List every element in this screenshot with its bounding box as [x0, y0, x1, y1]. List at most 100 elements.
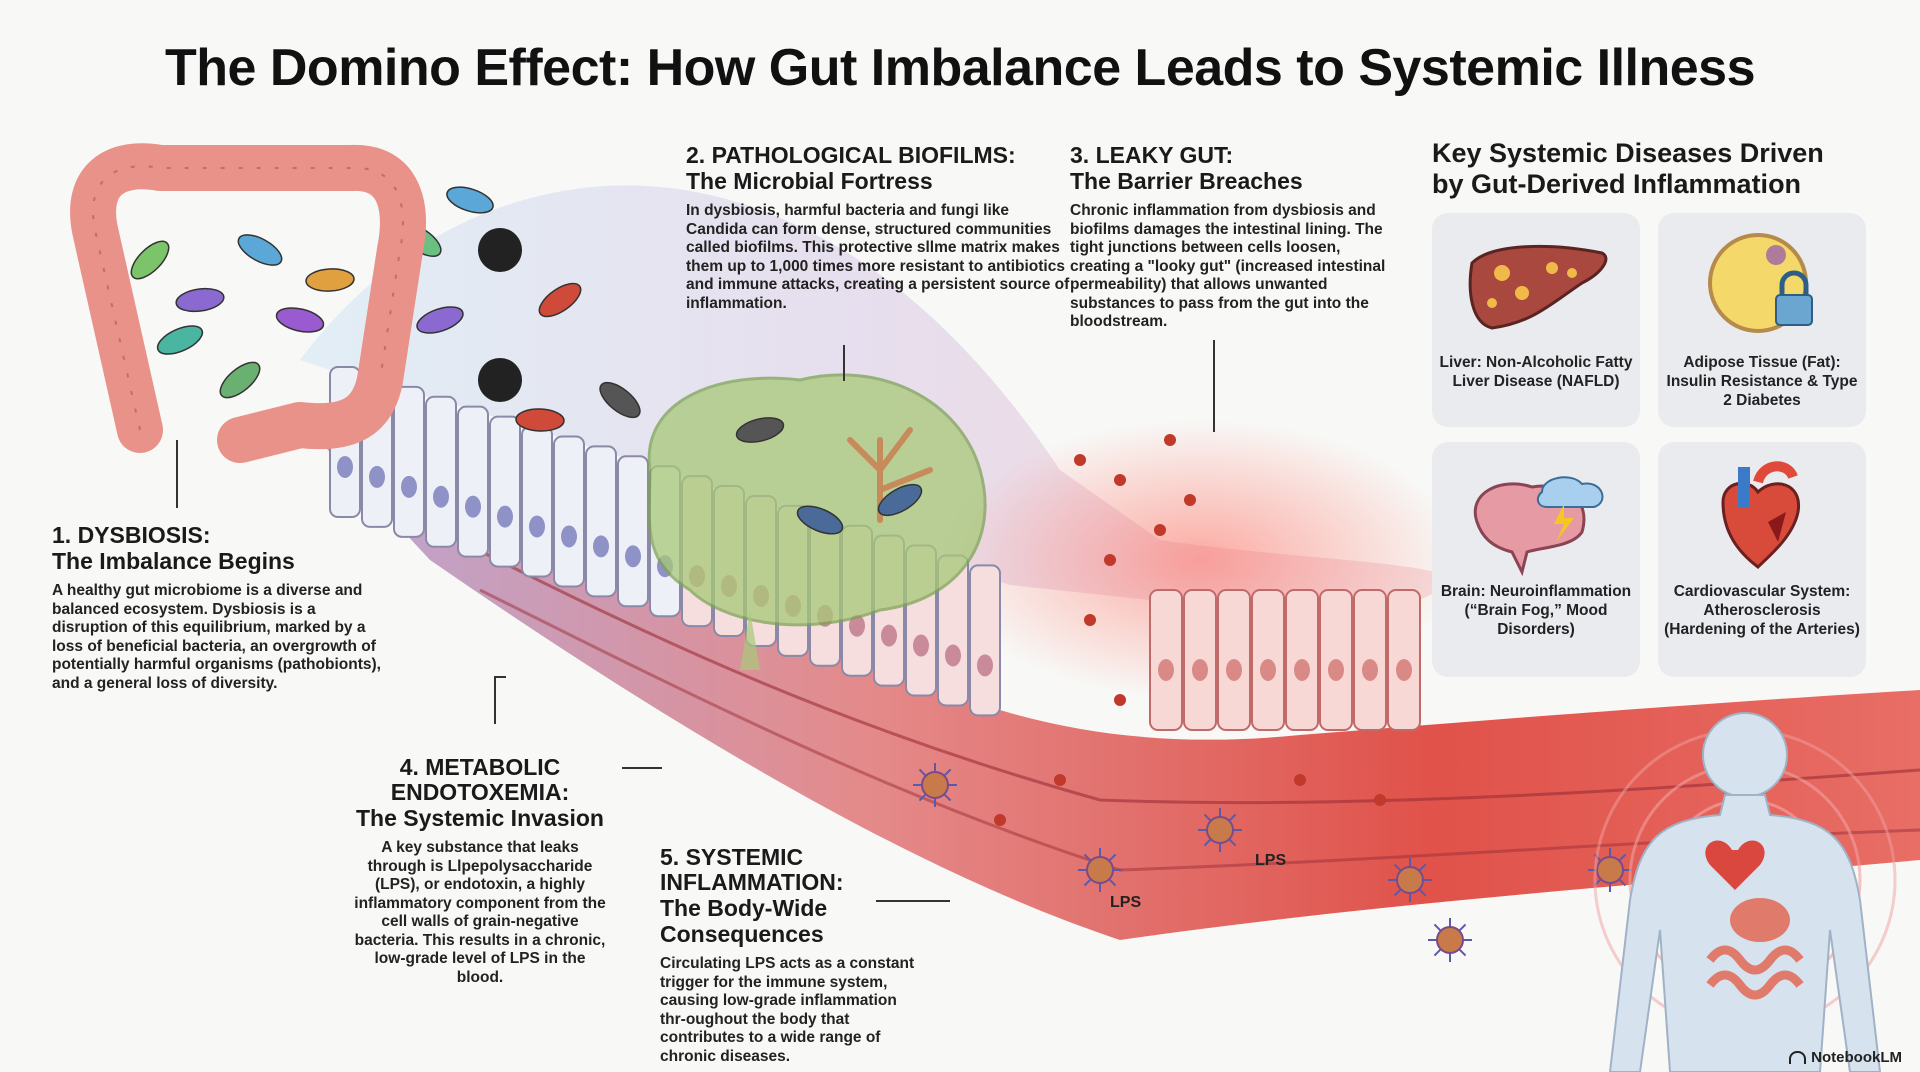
cell-nucleus	[1328, 659, 1344, 681]
bacterium	[599, 381, 641, 419]
human-figure	[1593, 712, 1897, 1072]
biofilm-drip	[740, 610, 760, 670]
debris-particle	[1164, 434, 1176, 446]
diseases-panel-title: Key Systemic Diseases Driven by Gut-Deri…	[1432, 138, 1824, 199]
epithelial-cell	[553, 435, 585, 588]
cell-nucleus	[337, 456, 353, 478]
section-subheading: The Systemic Invasion	[356, 805, 604, 831]
figure-stomach	[1730, 898, 1790, 942]
bacterium	[156, 325, 204, 355]
section-body: Circulating LPS acts as a constant trigg…	[660, 955, 915, 1065]
pathogen	[478, 358, 522, 402]
cell-nucleus	[1192, 659, 1208, 681]
disease-card-brain: Brain: Neuroinflammation (“Brain Fog,” M…	[1432, 442, 1640, 677]
cell-nucleus	[945, 644, 961, 667]
fat-cell-lock-icon	[1658, 213, 1866, 353]
connector-line	[494, 676, 506, 678]
debris-particle	[1104, 554, 1116, 566]
cell-nucleus	[1260, 659, 1276, 681]
bacterium	[219, 361, 261, 399]
epithelial-cell	[585, 445, 617, 598]
debris-particle	[1054, 774, 1066, 786]
bacterium	[446, 186, 494, 214]
epithelial-cell	[457, 405, 489, 558]
liver-icon	[1432, 213, 1640, 353]
cell-nucleus	[1158, 659, 1174, 681]
cell-nucleus	[913, 634, 929, 657]
lps-label: LPS	[1255, 852, 1286, 869]
bacterium	[275, 307, 325, 333]
debris-particle	[1374, 794, 1386, 806]
bacterium	[175, 287, 225, 313]
debris-particle	[1184, 494, 1196, 506]
section-body: In dysbiosis, harmful bacteria and fungi…	[686, 202, 1070, 312]
lps-particle	[1086, 856, 1114, 884]
disease-card-liver: Liver: Non-Alcoholic Fatty Liver Disease…	[1432, 213, 1640, 427]
figure-intestines	[1706, 945, 1804, 1000]
bacterium	[877, 483, 923, 517]
debris-particle	[1074, 454, 1086, 466]
section-body: A healthy gut microbiome is a diverse an…	[52, 582, 381, 692]
bacterium	[735, 417, 785, 443]
figure-head	[1702, 712, 1788, 798]
connector-line	[622, 767, 662, 769]
cell-nucleus	[465, 495, 481, 518]
vessel-line	[419, 518, 1920, 805]
disease-label: Brain: Neuroinflammation (“Brain Fog,” M…	[1440, 583, 1632, 638]
blood-vessel-band	[300, 420, 1920, 940]
cell-nucleus	[625, 545, 641, 568]
section-subheading: The Body-Wide Consequences	[660, 895, 828, 947]
biofilm	[647, 373, 987, 627]
cell-nucleus	[1362, 659, 1378, 681]
bacterium	[515, 408, 565, 432]
cell-nucleus	[593, 535, 609, 558]
cell-nucleus	[1226, 659, 1242, 681]
lps-particle	[1596, 856, 1624, 884]
debris-particle	[1114, 694, 1126, 706]
pathogen	[478, 228, 522, 272]
section-heading: 5. SYSTEMIC INFLAMMATION:	[660, 844, 844, 895]
watermark-text: NotebookLM	[1811, 1049, 1902, 1066]
section-dysbiosis: 1. DYSBIOSIS: The Imbalance Begins A hea…	[52, 523, 382, 693]
section-leaky-gut: 3. LEAKY GUT: The Barrier Breaches Chron…	[1070, 143, 1400, 332]
section-heading: 2. PATHOLOGICAL BIOFILMS:	[686, 142, 1016, 168]
section-subheading: The Barrier Breaches	[1070, 168, 1303, 194]
section-endotoxemia: 4. METABOLIC ENDOTOXEMIA: The Systemic I…	[350, 755, 610, 987]
epithelial-cell	[969, 564, 1001, 717]
section-biofilms: 2. PATHOLOGICAL BIOFILMS: The Microbial …	[686, 143, 1071, 313]
notebooklm-logo-icon	[1789, 1051, 1807, 1064]
debris-particle	[1114, 474, 1126, 486]
lps-label: LPS	[1110, 894, 1141, 911]
page-title: The Domino Effect: How Gut Imbalance Lea…	[164, 39, 1756, 97]
bacterium	[538, 282, 582, 318]
cell-nucleus	[497, 505, 513, 528]
epithelial-cell	[425, 395, 457, 548]
bacterium	[237, 234, 283, 266]
connector-line	[1213, 340, 1215, 432]
figure-heart	[1705, 840, 1765, 890]
section-systemic-inflammation: 5. SYSTEMIC INFLAMMATION: The Body-Wide …	[660, 845, 920, 1066]
disease-label: Cardiovascular System: Atherosclerosis (…	[1664, 583, 1860, 638]
section-subheading: The Imbalance Begins	[52, 548, 295, 574]
cell-nucleus	[977, 654, 993, 677]
bacterium	[130, 240, 170, 280]
epithelial-cell	[521, 425, 553, 578]
cell-nucleus	[433, 485, 449, 508]
fungal-hyphae	[847, 427, 933, 523]
cell-nucleus	[369, 465, 385, 488]
lps-particle	[921, 771, 949, 799]
disease-card-adipose: Adipose Tissue (Fat): Insulin Resistance…	[1658, 213, 1866, 427]
section-heading: 1. DYSBIOSIS:	[52, 522, 211, 548]
bacterium	[796, 505, 844, 535]
cell-nucleus	[849, 614, 865, 637]
brain-storm-icon	[1432, 442, 1640, 582]
lps-particle	[1206, 816, 1234, 844]
section-heading: 4. METABOLIC ENDOTOXEMIA:	[390, 754, 570, 805]
section-heading: 3. LEAKY GUT:	[1070, 142, 1234, 168]
section-body: A key substance that leaks through is Ll…	[354, 839, 606, 986]
cell-nucleus	[1396, 659, 1412, 681]
notebooklm-watermark: NotebookLM	[1789, 1049, 1902, 1066]
disease-label: Liver: Non-Alcoholic Fatty Liver Disease…	[1439, 354, 1633, 390]
disease-label: Adipose Tissue (Fat): Insulin Resistance…	[1666, 354, 1858, 409]
